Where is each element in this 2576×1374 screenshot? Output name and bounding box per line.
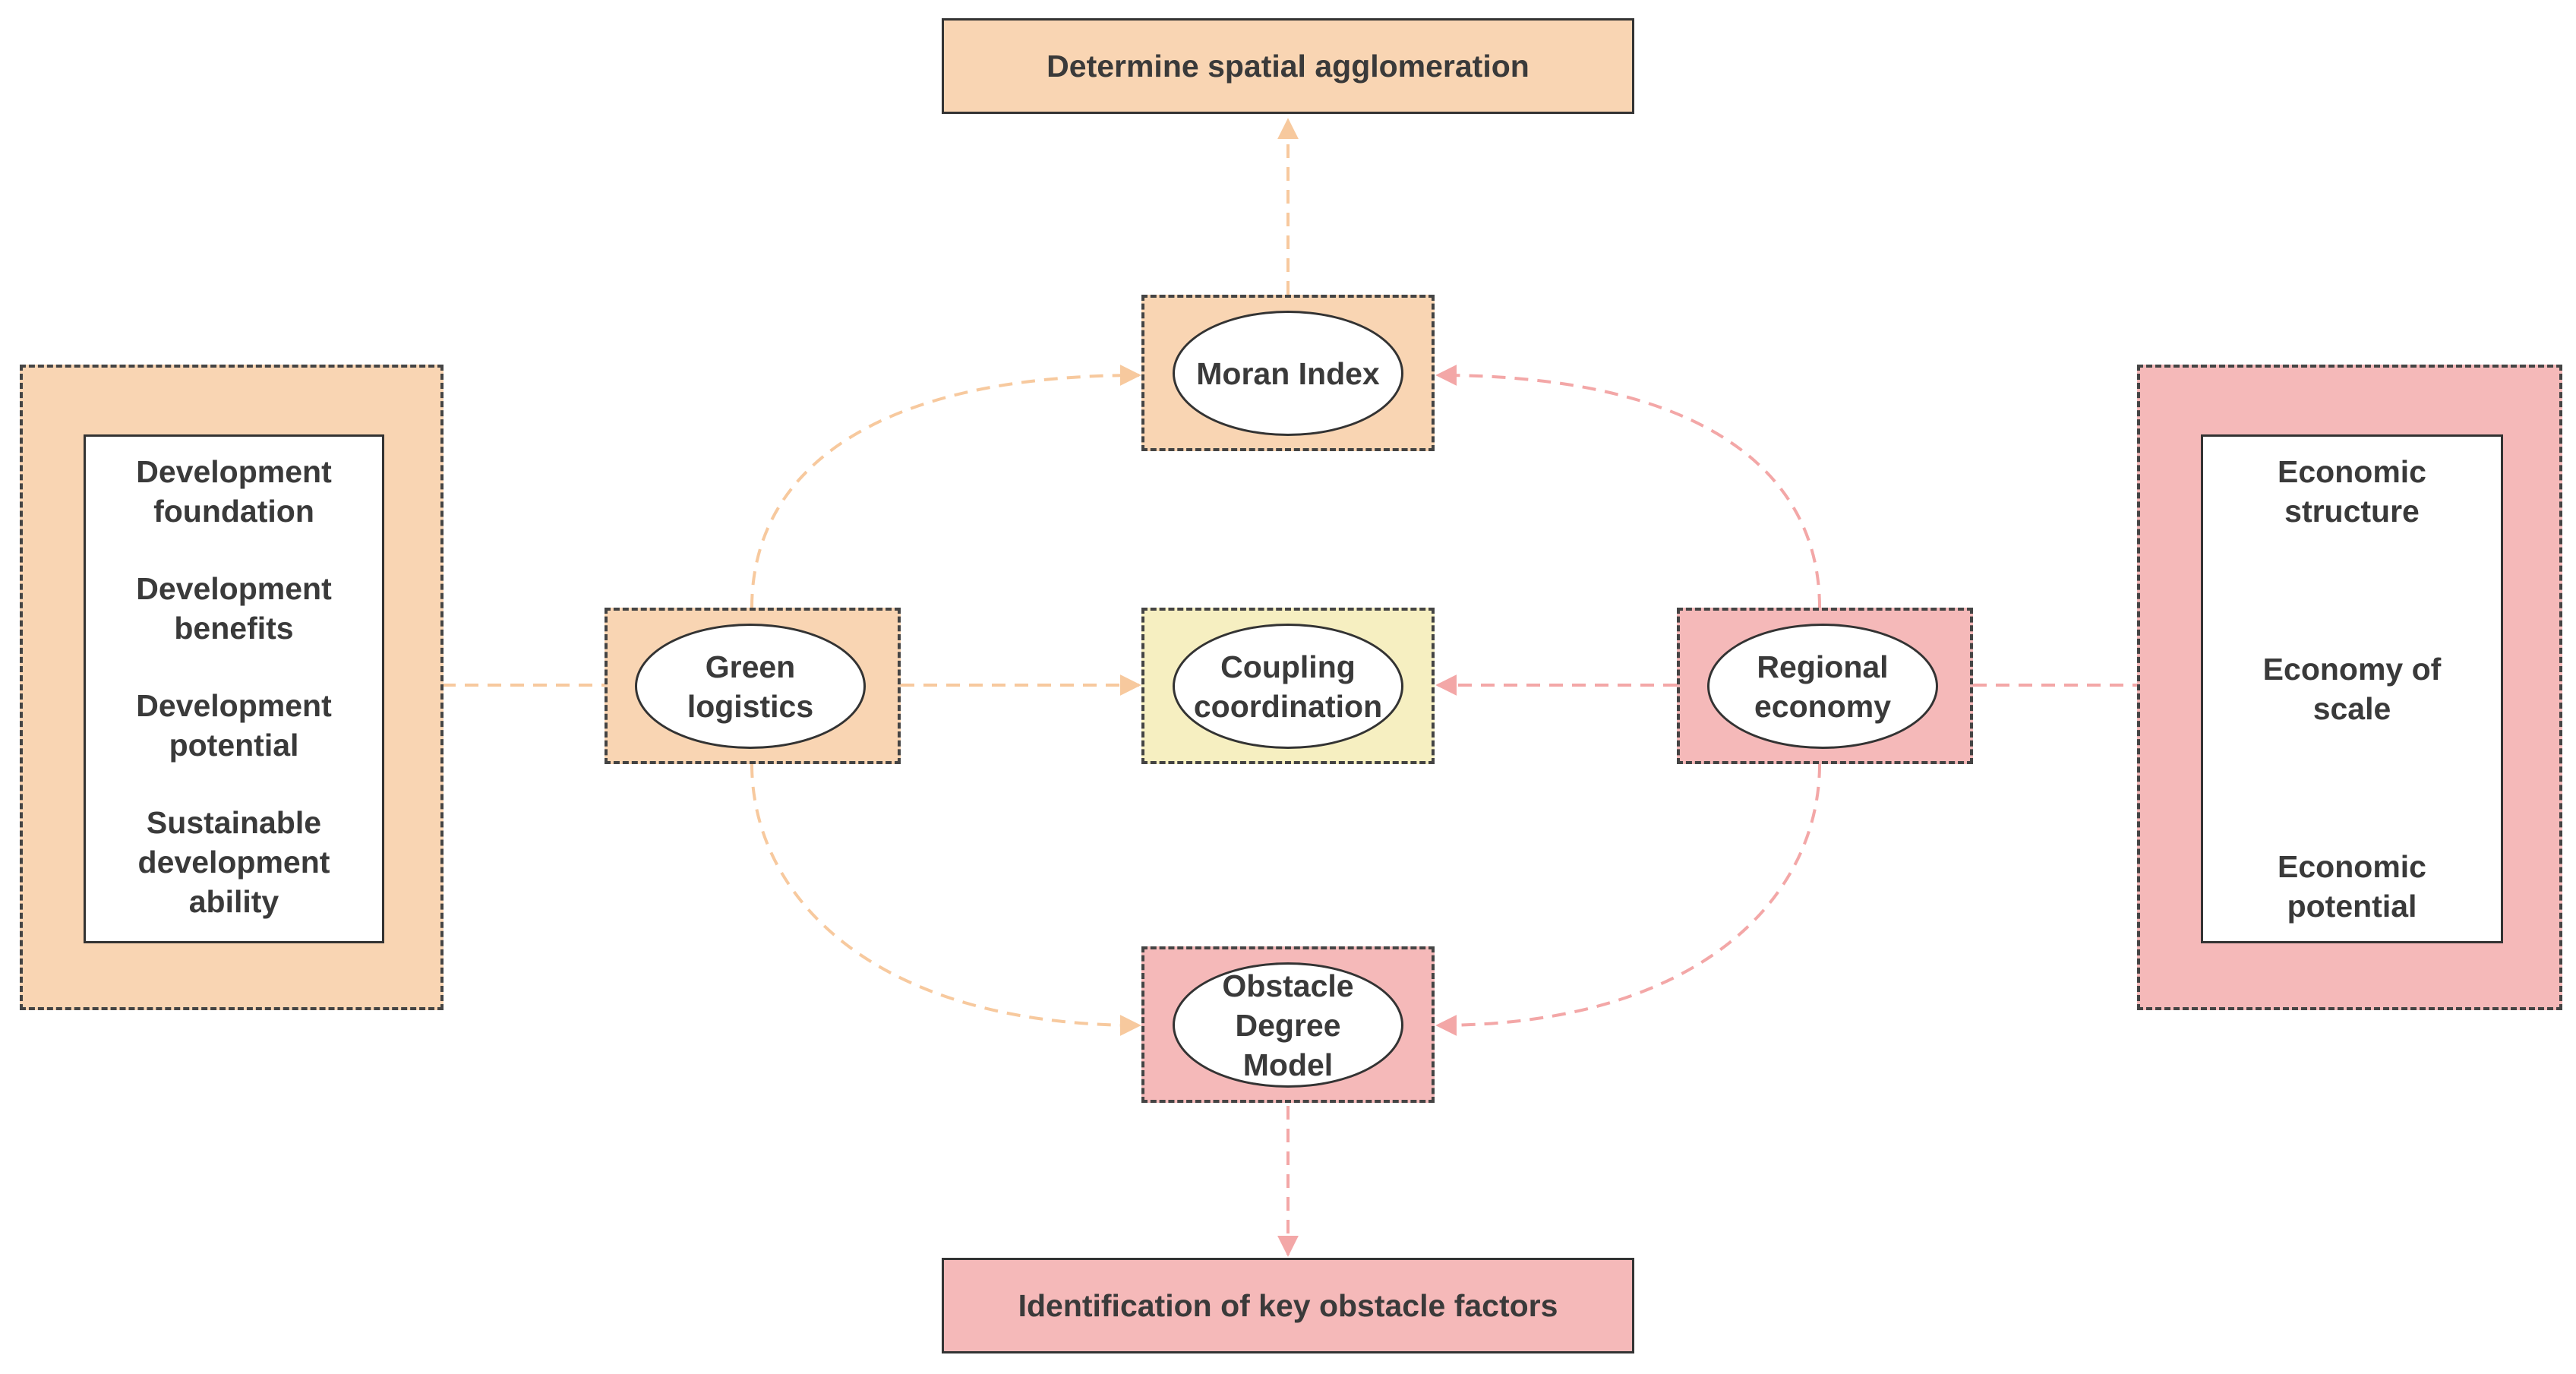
regional-economy-node: Regional economy — [1677, 608, 1973, 764]
spatial-agglomeration-box: Determine spatial agglomeration — [942, 18, 1634, 114]
indicator-development-foundation: Development foundation — [136, 454, 332, 529]
moran-index-node: Moran Index — [1141, 295, 1435, 451]
green-logistics-ellipse: Green logistics — [635, 624, 866, 749]
moran-index-label: Moran Index — [1196, 355, 1380, 391]
regional-economy-indicator-panel: Economic structure Economy of scale Econ… — [2137, 365, 2562, 1010]
obstacle-degree-model-node: Obstacle Degree Model — [1141, 946, 1435, 1103]
indicator-sustainable-development-ability: Sustainable development ability — [137, 805, 330, 919]
indicator-economic-potential: Economic potential — [2278, 849, 2426, 924]
coupling-coordination-ellipse: Coupling coordination — [1173, 624, 1403, 749]
green-logistics-indicator-list: Development foundation Development benef… — [84, 434, 384, 943]
regional-to-moran-arrow — [1435, 365, 1821, 608]
obstacle-degree-model-label: Obstacle Degree Model — [1222, 968, 1354, 1082]
indicator-economy-of-scale: Economy of scale — [2262, 652, 2442, 726]
indicator-development-potential: Development potential — [136, 688, 332, 763]
indicator-economic-structure: Economic structure — [2278, 454, 2426, 529]
green-logistics-node: Green logistics — [605, 608, 901, 764]
green-logistics-label: Green logistics — [687, 649, 814, 724]
regional-economy-indicator-list: Economic structure Economy of scale Econ… — [2201, 434, 2503, 943]
regional-to-obstacle-arrow — [1435, 763, 1821, 1036]
key-obstacle-factors-label: Identification of key obstacle factors — [1018, 1288, 1558, 1323]
moran-index-ellipse: Moran Index — [1173, 311, 1403, 436]
regional-economy-ellipse: Regional economy — [1707, 624, 1938, 749]
spatial-agglomeration-label: Determine spatial agglomeration — [1046, 49, 1530, 84]
regional-economy-label: Regional economy — [1754, 649, 1891, 724]
green-logistics-indicator-panel: Development foundation Development benef… — [20, 365, 444, 1010]
key-obstacle-factors-box: Identification of key obstacle factors — [942, 1258, 1634, 1353]
green-to-obstacle-arrow — [750, 763, 1141, 1036]
coupling-coordination-label: Coupling coordination — [1193, 649, 1383, 724]
coupling-coordination-node: Coupling coordination — [1141, 608, 1435, 764]
green-to-moran-arrow — [750, 365, 1141, 608]
obstacle-degree-model-ellipse: Obstacle Degree Model — [1173, 962, 1403, 1088]
indicator-development-benefits: Development benefits — [136, 571, 332, 646]
